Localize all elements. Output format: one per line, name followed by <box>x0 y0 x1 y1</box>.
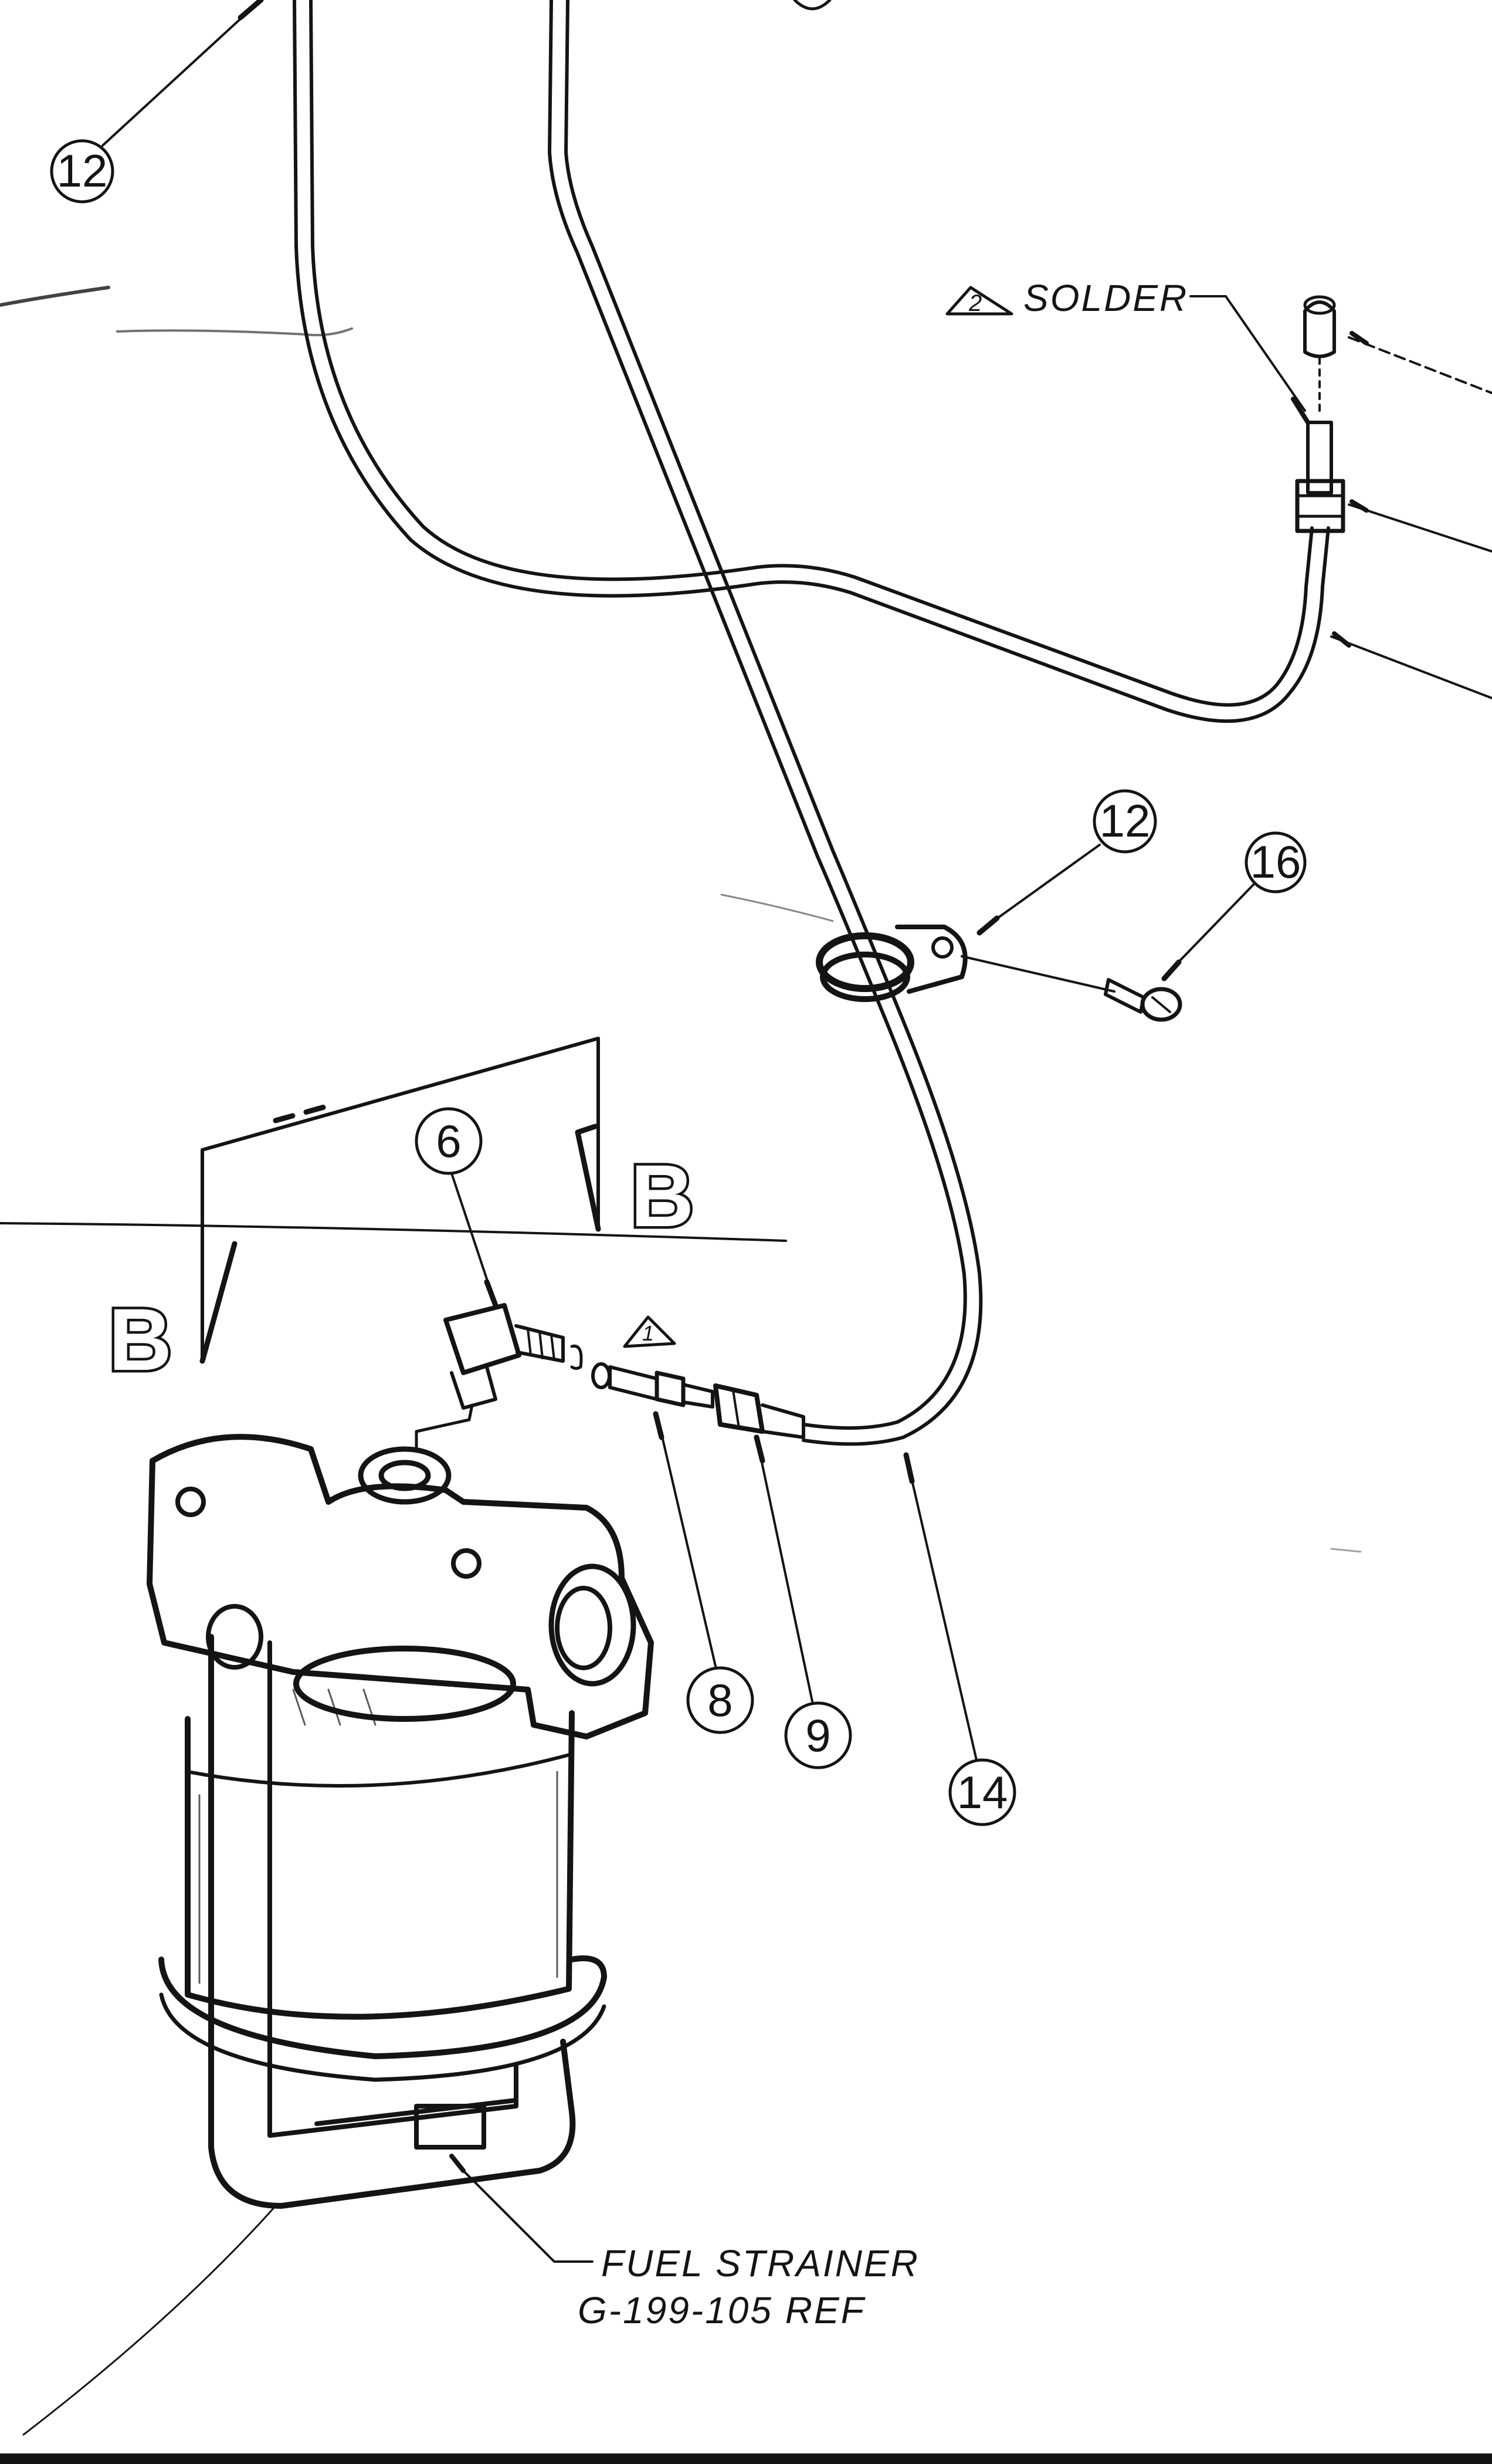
elbow-fitting <box>443 1303 583 1410</box>
section-cut-b-b: B B <box>106 1037 697 1392</box>
flag-note-1-triangle <box>623 1315 676 1348</box>
callout-partial-top-edge <box>793 0 832 11</box>
callout-8-label: 8 <box>707 1674 733 1726</box>
scan-smudges <box>0 286 1362 1553</box>
callout-8: 8 <box>653 1411 754 1734</box>
solder-note-label: SOLDER <box>1023 277 1188 319</box>
callout-12-clamp-label: 12 <box>1100 795 1151 847</box>
callout-14: 14 <box>903 1452 1016 1826</box>
screw <box>1104 978 1182 1022</box>
fuel-tube-loop <box>293 0 1330 723</box>
callout-16-label: 16 <box>1250 836 1301 888</box>
callout-12-clamp: 12 <box>976 789 1157 936</box>
tube-clamp <box>816 925 1115 1002</box>
fuel-strainer-note: FUEL STRAINER G-199-105 REF <box>22 2154 920 2436</box>
fuel-strainer-leader <box>456 2164 594 2263</box>
callout-6-label: 6 <box>436 1115 461 1167</box>
callout-6: 6 <box>415 1107 499 1308</box>
union-fittings <box>591 1362 805 1439</box>
section-label-left: B <box>108 1290 172 1389</box>
fuel-strainer-body <box>147 1403 654 2209</box>
callout-12-top-label: 12 <box>57 145 108 197</box>
solder-note-flag: 2 <box>968 290 984 316</box>
callout-9: 9 <box>754 1434 852 1769</box>
callout-12-top: 12 <box>50 0 264 204</box>
solder-leader-line <box>1189 295 1306 412</box>
solder-note: 2 SOLDER <box>945 277 1310 425</box>
solder-note-triangle <box>945 286 1013 316</box>
fuel-tube-main <box>548 0 983 1446</box>
solder-fitting-assembly <box>1295 295 1492 699</box>
fuselage-contour-line <box>0 1222 787 1242</box>
fuel-strainer-note-line2: G-199-105 REF <box>578 2289 866 2331</box>
callout-14-label: 14 <box>957 1766 1008 1818</box>
callout-9-label: 9 <box>805 1710 830 1761</box>
flag-note-1-label: 1 <box>642 1321 656 1345</box>
flag-note-1: 1 <box>623 1315 676 1348</box>
section-label-right: B <box>630 1146 694 1245</box>
fuel-strainer-note-line1: FUEL STRAINER <box>601 2242 920 2284</box>
sheet-border-bottom <box>0 2453 1492 2464</box>
callout-16: 16 <box>1161 831 1307 981</box>
